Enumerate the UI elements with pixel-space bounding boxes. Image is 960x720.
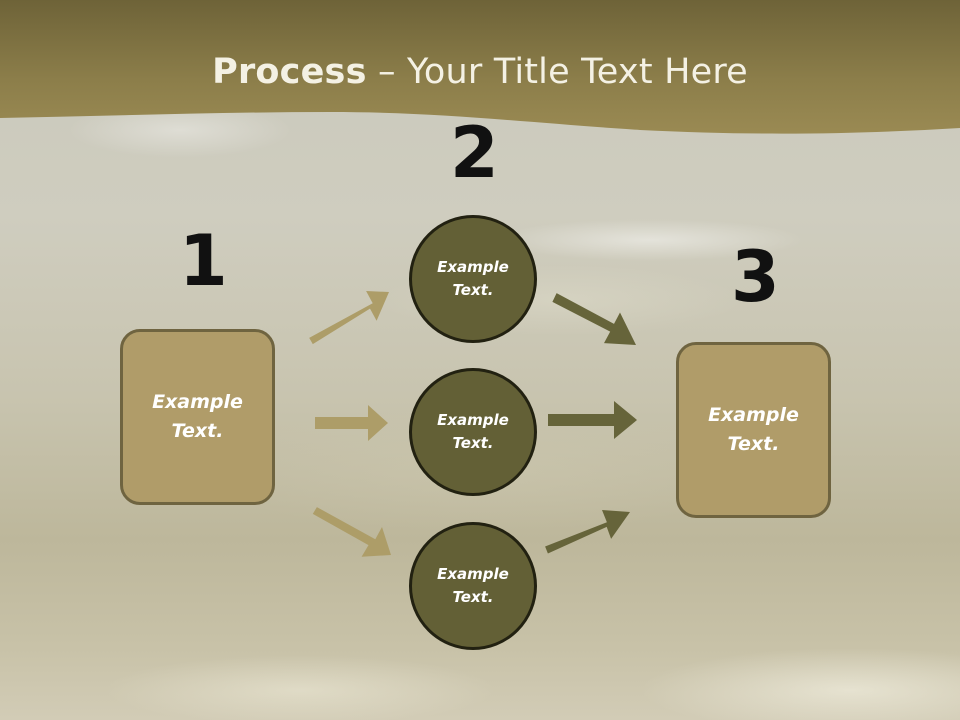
step-number-1: 1 — [179, 220, 228, 302]
arrow-to-top-circle — [309, 291, 389, 345]
arrow-to-bottom-circle — [312, 507, 391, 557]
title-rest: – Your Title Text Here — [366, 52, 748, 92]
step-number-3: 3 — [731, 236, 780, 318]
arrow-from-middle-circle — [548, 401, 637, 439]
arrow-from-top-circle — [552, 293, 636, 345]
header-band — [0, 0, 960, 134]
slide-title: Process – Your Title Text Here — [0, 52, 960, 92]
arrow-to-middle-circle — [315, 405, 388, 441]
step-number-2: 2 — [450, 112, 499, 194]
arrow-from-bottom-circle — [545, 510, 630, 554]
title-bold: Process — [212, 52, 367, 92]
